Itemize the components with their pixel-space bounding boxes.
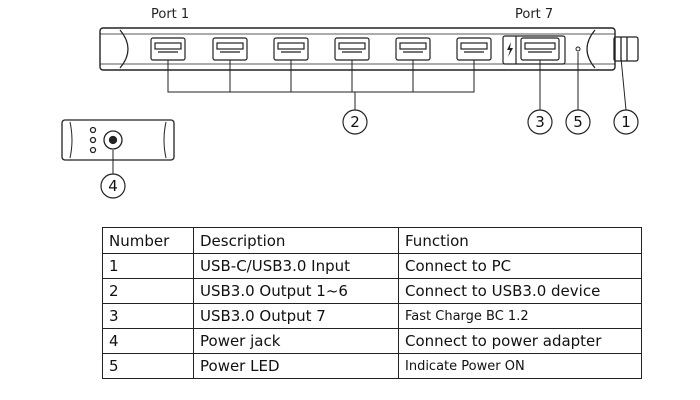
header-description: Description xyxy=(193,227,399,254)
svg-text:2: 2 xyxy=(350,113,360,131)
lightning-icon xyxy=(507,42,513,57)
row-function: Fast Charge BC 1.2 xyxy=(398,303,642,329)
hub-side-view xyxy=(61,119,175,161)
usb-port-4 xyxy=(334,37,370,61)
row-number: 5 xyxy=(102,353,194,379)
table-header-row: Number Description Function xyxy=(102,227,642,254)
spec-table: Number Description Function 1 USB-C/USB3… xyxy=(102,227,642,379)
callout-3: 3 xyxy=(527,109,553,135)
table-row: 3 USB3.0 Output 7 Fast Charge BC 1.2 xyxy=(102,303,642,329)
callout-5: 5 xyxy=(565,109,591,135)
table-row: 5 Power LED Indicate Power ON xyxy=(102,353,642,379)
callout-4: 4 xyxy=(100,173,126,199)
row-function: Connect to power adapter xyxy=(398,328,642,354)
row-number: 2 xyxy=(102,278,194,304)
callout-1: 1 xyxy=(613,109,639,135)
row-function: Connect to PC xyxy=(398,253,642,279)
table-row: 4 Power jack Connect to power adapter xyxy=(102,328,642,354)
usb-port-1 xyxy=(150,37,186,61)
svg-text:5: 5 xyxy=(573,113,583,131)
usb-port-5 xyxy=(395,37,431,61)
leader-lines xyxy=(112,52,627,174)
row-function: Indicate Power ON xyxy=(398,353,642,379)
row-number: 3 xyxy=(102,303,194,329)
usb-port-3 xyxy=(273,37,309,61)
header-function: Function xyxy=(398,227,642,254)
svg-text:4: 4 xyxy=(108,177,118,195)
row-function: Connect to USB3.0 device xyxy=(398,278,642,304)
usb-port-2 xyxy=(212,37,248,61)
port-1-label: Port 1 xyxy=(151,7,190,22)
usb-c-cable xyxy=(613,36,639,62)
port-7-label: Port 7 xyxy=(515,7,554,22)
power-jack-icon xyxy=(103,130,123,150)
row-description: Power LED xyxy=(193,353,399,379)
usb-port-7 xyxy=(502,35,566,65)
hub-diagram: 1 2 3 4 5 xyxy=(61,27,639,199)
row-description: Power jack xyxy=(193,328,399,354)
callout-2: 2 xyxy=(342,109,368,135)
svg-text:1: 1 xyxy=(621,113,631,131)
row-description: USB-C/USB3.0 Input xyxy=(193,253,399,279)
header-number: Number xyxy=(102,227,194,254)
row-number: 4 xyxy=(102,328,194,354)
usb-port-6 xyxy=(456,37,492,61)
table-row: 2 USB3.0 Output 1~6 Connect to USB3.0 de… xyxy=(102,278,642,304)
power-led xyxy=(575,46,581,52)
table-row: 1 USB-C/USB3.0 Input Connect to PC xyxy=(102,253,642,279)
svg-text:3: 3 xyxy=(535,113,545,131)
row-description: USB3.0 Output 7 xyxy=(193,303,399,329)
row-description: USB3.0 Output 1~6 xyxy=(193,278,399,304)
row-number: 1 xyxy=(102,253,194,279)
